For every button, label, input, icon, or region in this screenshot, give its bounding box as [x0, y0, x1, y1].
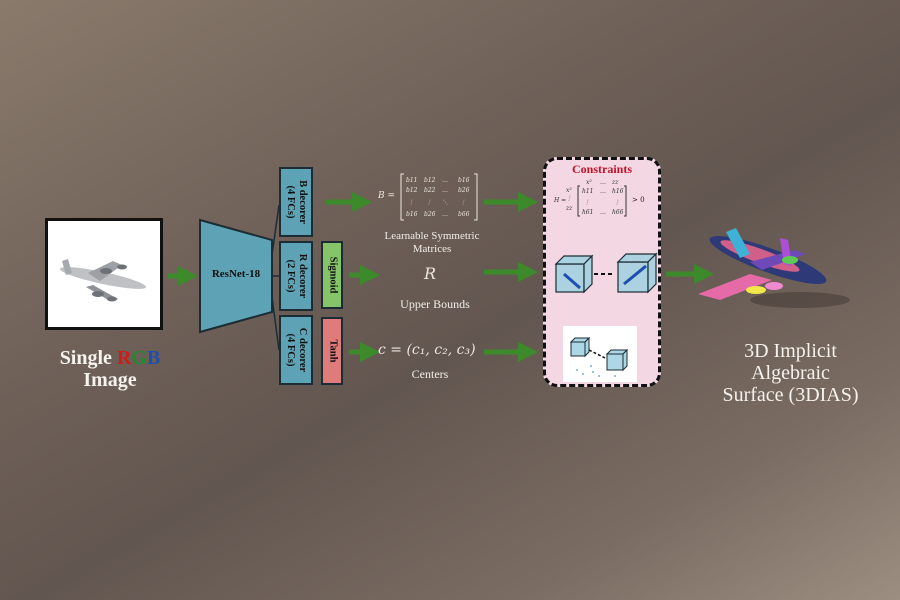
b-decoder-label: B decorer(4 FCs) [285, 180, 308, 224]
tanh-block: Tanh [321, 317, 343, 385]
constraint-result-cubes [569, 336, 629, 377]
svg-text:b12: b12 [406, 187, 418, 194]
b-decoder-block: B decorer(4 FCs) [279, 167, 313, 237]
svg-text:…: … [600, 209, 606, 216]
svg-text:⋮: ⋮ [460, 199, 466, 206]
svg-text:b16: b16 [406, 211, 418, 218]
sigmoid-label: Sigmoid [327, 256, 339, 294]
svg-text:x²: x² [586, 179, 592, 186]
svg-text:⋮: ⋮ [614, 199, 620, 206]
encoder-block [199, 218, 273, 334]
svg-text:b16: b16 [458, 177, 470, 184]
svg-text:b11: b11 [406, 177, 417, 184]
svg-text:zz: zz [565, 205, 573, 212]
svg-text:⋮: ⋮ [426, 199, 432, 206]
centers-equation: c = (c₁, c₂, c₃) [378, 342, 476, 358]
svg-text:x²: x² [566, 187, 572, 194]
c-decoder-label: C decorer(4 FCs) [285, 327, 309, 373]
matrix-B: B = b11 b12 … b16 b12 b22 … b26 ⋮ ⋮ ⋱ ⋮ b16 b26 … b6… [372, 172, 482, 224]
constraint-cubes [554, 252, 658, 294]
c-decoder-block: C decorer(4 FCs) [279, 315, 313, 385]
rgb-g-letter: G [131, 347, 147, 369]
input-image-frame [45, 218, 163, 330]
centers-caption: Centers [411, 367, 449, 381]
airplane-image [59, 259, 147, 302]
upper-bound-symbol: R [424, 264, 437, 283]
svg-text:…: … [442, 211, 448, 218]
svg-text:⋱: ⋱ [442, 199, 448, 206]
tanh-label: Tanh [327, 339, 338, 363]
svg-text:b12: b12 [424, 177, 436, 184]
upper-bound-caption: Upper Bounds [400, 297, 470, 311]
rgb-b-letter: B [146, 347, 161, 369]
output-airplane [698, 228, 850, 308]
input-title-line2: Image [83, 369, 137, 391]
constraints-title: Constraints [571, 162, 632, 176]
svg-text:…: … [442, 177, 448, 184]
input-title-text: Single [59, 347, 117, 369]
svg-text:h11: h11 [582, 188, 594, 195]
constraint-matrix: H = x²⋮zz h11…h16 ⋮⋮ h61…h66 x²…zz [553, 179, 627, 217]
svg-text:…: … [600, 179, 606, 186]
sigmoid-block: Sigmoid [321, 241, 343, 309]
constraint-condition: > 0 [632, 196, 645, 204]
svg-text:zz: zz [611, 179, 619, 186]
matrix-grid: b11 b12 … b16 b12 b22 … b26 ⋮ ⋮ ⋱ ⋮ b16 b26 … b66 [400, 173, 478, 221]
constraint-formula: H = x²⋮zz h11…h16 ⋮⋮ h61…h66 x²…zz > 0 [552, 178, 656, 220]
r-decoder-label: R decorer(2 FCs) [285, 253, 309, 299]
r-decoder-block: R decorer(2 FCs) [279, 241, 313, 311]
svg-text:b26: b26 [424, 211, 436, 218]
svg-text:⋮: ⋮ [408, 199, 414, 206]
svg-text:b26: b26 [458, 187, 470, 194]
svg-text:b22: b22 [424, 187, 436, 194]
svg-text:…: … [600, 188, 606, 195]
svg-text:h61: h61 [582, 209, 594, 216]
rgb-r-letter: R [116, 347, 132, 369]
svg-text:h16: h16 [612, 188, 624, 195]
svg-text:⋮: ⋮ [566, 195, 572, 202]
svg-text:…: … [442, 187, 448, 194]
constraint-result-panel [563, 326, 637, 382]
encoder-label: ResNet-18 [211, 268, 261, 280]
svg-text:h66: h66 [612, 209, 624, 216]
svg-text:⋮: ⋮ [584, 199, 590, 206]
matrix-equation-lhs: B = [378, 191, 396, 201]
svg-text:b66: b66 [458, 211, 470, 218]
svg-text:H =: H = [553, 197, 566, 204]
input-label: Single RGB Image [30, 347, 190, 391]
